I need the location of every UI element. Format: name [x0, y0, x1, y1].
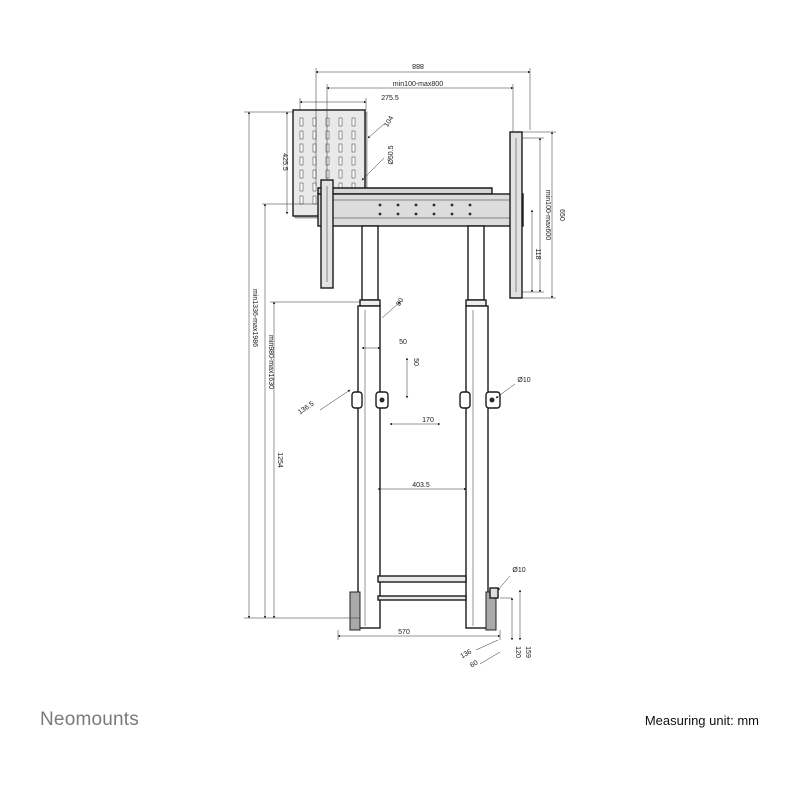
bracket-hole: [378, 203, 382, 207]
dim-mid-50-v: 50: [412, 358, 419, 366]
plate-slot: [351, 156, 356, 166]
dimension-labels: 888 min100-max800 275.5 104 Ø50.5 425.5 …: [251, 62, 565, 669]
plate-slot: [312, 182, 317, 192]
plate-slot: [325, 130, 330, 140]
clamp-left: [351, 391, 389, 409]
dim-base-136: 136: [459, 648, 473, 660]
bracket-hole: [432, 203, 436, 207]
lower-crossbar: [377, 575, 467, 583]
dim-clamp-170: 170: [422, 417, 434, 424]
plate-slot: [299, 195, 304, 205]
dim-diam-bottom: Ø10: [512, 567, 525, 574]
bracket-hole: [432, 212, 436, 216]
plate-slot: [351, 117, 356, 127]
bracket-hole: [396, 203, 400, 207]
plate-slot: [351, 130, 356, 140]
dim-mid-50-h: 50: [399, 339, 407, 346]
dim-total-height: min1336-max1986: [251, 289, 258, 347]
plate-slot: [312, 156, 317, 166]
plate-slot: [338, 130, 343, 140]
dim-vesa-width: min100-max800: [393, 81, 443, 88]
dim-base-120: 120: [514, 646, 521, 658]
column-left: [357, 225, 381, 629]
dim-base-159: 159: [524, 646, 531, 658]
plate-slot: [338, 117, 343, 127]
bracket-hole: [468, 212, 472, 216]
dim-depth-136-5: 136.5: [297, 400, 315, 416]
plate-slot: [312, 117, 317, 127]
base-crossbar: [377, 595, 467, 601]
bracket-hole: [450, 203, 454, 207]
dim-tilt-diameter: Ø50.5: [388, 145, 395, 164]
bracket-hole: [414, 212, 418, 216]
top-bracket: [317, 187, 524, 227]
plate-slot: [299, 117, 304, 127]
plate-slot: [338, 143, 343, 153]
brand-logo: Neomounts: [40, 709, 139, 730]
plate-slot: [325, 156, 330, 166]
plate-slot: [338, 169, 343, 179]
column-right: [465, 225, 489, 629]
dim-top-80: 80: [395, 297, 405, 307]
dim-bracket-height: 650: [558, 209, 565, 221]
plate-slot: [351, 143, 356, 153]
dim-vesa-height: min100-max600: [544, 190, 551, 240]
plate-slot: [325, 143, 330, 153]
plate-slot: [299, 182, 304, 192]
plate-slot: [299, 130, 304, 140]
plate-slot: [312, 143, 317, 153]
measuring-unit-note: Measuring unit: mm: [644, 713, 759, 728]
dim-plate-width: 275.5: [381, 95, 399, 102]
vesa-arm-right: [509, 131, 523, 299]
dimension-lines: [244, 68, 556, 665]
dim-overall-width: 888: [412, 62, 424, 69]
dim-1254: 1254: [276, 452, 283, 468]
base-foot: [349, 587, 499, 631]
dim-offset-118: 118: [534, 248, 541, 259]
dim-base-width: 570: [398, 629, 410, 636]
plate-slot: [351, 169, 356, 179]
plate-slot: [312, 169, 317, 179]
bracket-hole: [414, 203, 418, 207]
plate-slot: [325, 117, 330, 127]
bracket-hole: [396, 212, 400, 216]
plate-slot: [312, 130, 317, 140]
bracket-hole: [468, 203, 472, 207]
plate-slot: [299, 169, 304, 179]
bracket-hole: [450, 212, 454, 216]
dim-plate-height: 425.5: [281, 153, 288, 171]
bracket-hole: [378, 212, 382, 216]
dim-diam-top: Ø10: [517, 377, 530, 384]
vesa-arm-left: [320, 179, 334, 289]
dim-base-60: 60: [469, 659, 479, 669]
plate-slot: [299, 156, 304, 166]
plate-slot: [299, 143, 304, 153]
plate-slot: [325, 169, 330, 179]
dim-inner-width: 403.5: [412, 482, 430, 489]
dim-center-height: min980-max1630: [267, 335, 274, 389]
dim-offset-104: 104: [383, 115, 395, 129]
plate-slot: [338, 156, 343, 166]
plate-slot: [312, 195, 317, 205]
